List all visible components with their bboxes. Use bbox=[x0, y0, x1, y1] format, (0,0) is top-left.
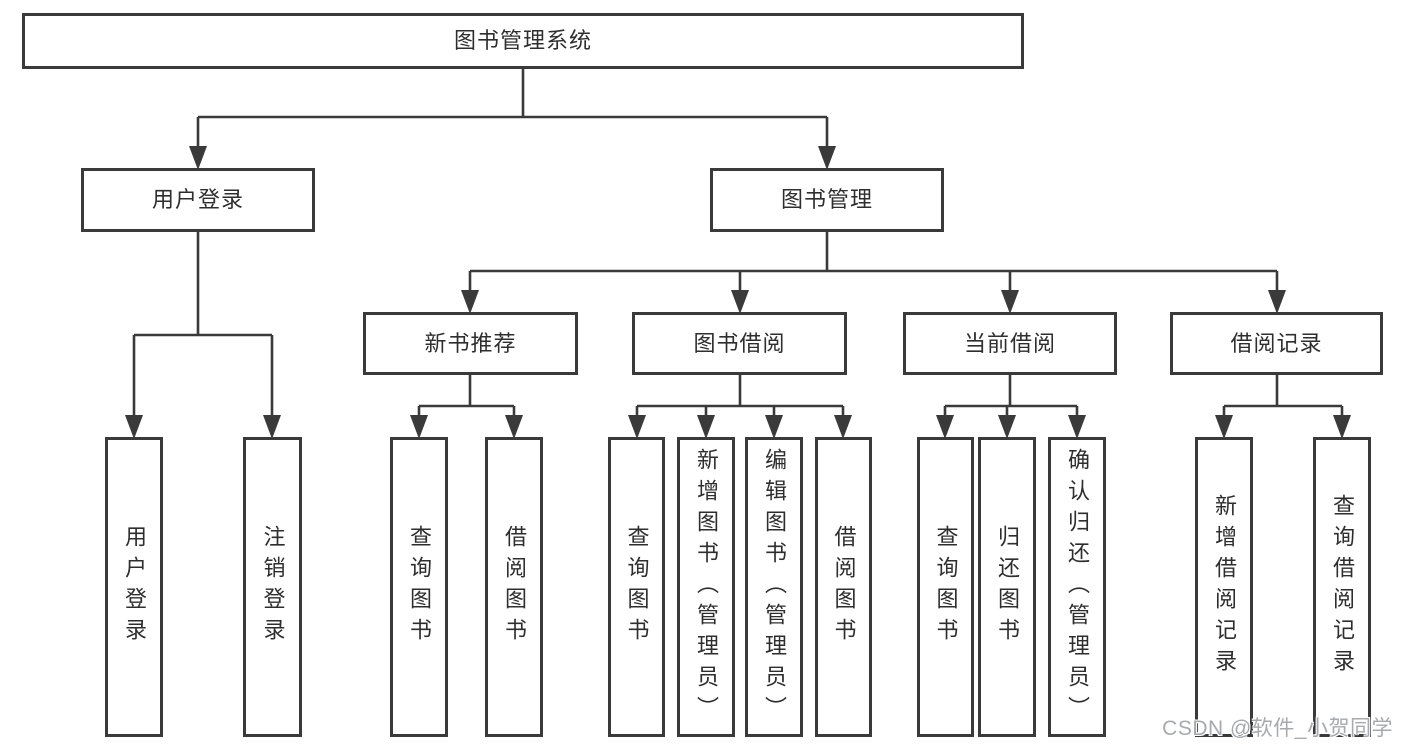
node-label: 查询借阅记录 bbox=[1330, 494, 1355, 680]
node-nbr-query-books: 查询图书 bbox=[390, 437, 448, 737]
arrowhead-icon bbox=[731, 290, 749, 314]
node-label: 查询图书 bbox=[624, 525, 650, 649]
node-book-borrow: 图书借阅 bbox=[632, 312, 847, 375]
node-current-borrow: 当前借阅 bbox=[903, 312, 1117, 375]
node-cb-confirm-return-admin: 确认归还（管理员） bbox=[1048, 437, 1106, 737]
node-new-book-rec: 新书推荐 bbox=[363, 312, 578, 375]
arrowhead-icon bbox=[1001, 290, 1019, 314]
node-borrow-records: 借阅记录 bbox=[1170, 312, 1383, 375]
node-label: 新增图书（管理员） bbox=[694, 447, 719, 727]
node-label: 新增借阅记录 bbox=[1212, 494, 1237, 680]
arrowhead-icon bbox=[628, 415, 646, 439]
node-label: 用户登录 bbox=[122, 525, 147, 649]
node-label: 图书借阅 bbox=[693, 330, 786, 356]
node-bb-query-books: 查询图书 bbox=[608, 437, 665, 737]
node-cb-query-books: 查询图书 bbox=[917, 437, 974, 737]
node-label: 查询图书 bbox=[933, 525, 959, 649]
node-label: 当前借阅 bbox=[963, 330, 1056, 356]
node-label: 注销登录 bbox=[260, 525, 286, 649]
arrowhead-icon bbox=[834, 415, 852, 439]
node-nbr-borrow-books: 借阅图书 bbox=[485, 437, 543, 737]
arrowhead-icon bbox=[998, 415, 1016, 439]
node-user-login-leaf: 用户登录 bbox=[105, 437, 163, 737]
arrowhead-icon bbox=[936, 415, 954, 439]
arrowhead-icon bbox=[410, 415, 428, 439]
arrowhead-icon bbox=[125, 415, 143, 439]
arrowhead-icon bbox=[1268, 290, 1286, 314]
arrowhead-icon bbox=[1215, 415, 1233, 439]
node-br-query-record: 查询借阅记录 bbox=[1313, 437, 1371, 737]
node-bb-edit-books-admin: 编辑图书（管理员） bbox=[745, 437, 803, 737]
node-label: 查询图书 bbox=[407, 525, 432, 649]
node-label: 图书管理 bbox=[780, 187, 873, 212]
node-label: 借阅图书 bbox=[831, 525, 857, 649]
node-root: 图书管理系统 bbox=[22, 13, 1024, 69]
arrowhead-icon bbox=[818, 146, 836, 170]
node-label: 图书管理系统 bbox=[453, 28, 592, 53]
node-bb-borrow-books: 借阅图书 bbox=[815, 437, 872, 737]
node-bb-add-books-admin: 新增图书（管理员） bbox=[677, 437, 735, 737]
node-label: 归还图书 bbox=[995, 525, 1020, 649]
node-br-add-record: 新增借阅记录 bbox=[1195, 437, 1253, 737]
node-cb-return-books: 归还图书 bbox=[978, 437, 1036, 737]
node-user-login: 用户登录 bbox=[81, 168, 315, 232]
arrowhead-icon bbox=[1333, 415, 1351, 439]
node-label: 借阅记录 bbox=[1230, 330, 1323, 356]
arrowhead-icon bbox=[697, 415, 715, 439]
arrowhead-icon bbox=[765, 415, 783, 439]
arrowhead-icon bbox=[263, 415, 281, 439]
node-label: 新书推荐 bbox=[424, 330, 517, 356]
node-label: 编辑图书（管理员） bbox=[762, 447, 787, 727]
arrowhead-icon bbox=[189, 146, 207, 170]
node-label: 用户登录 bbox=[151, 187, 244, 212]
watermark: CSDN @软件_小贺同学 bbox=[1162, 717, 1393, 740]
arrowhead-icon bbox=[461, 290, 479, 314]
arrowhead-icon bbox=[1068, 415, 1086, 439]
node-book-mgmt: 图书管理 bbox=[710, 168, 944, 232]
node-logout-leaf: 注销登录 bbox=[243, 437, 302, 737]
node-label: 借阅图书 bbox=[502, 525, 527, 649]
arrowhead-icon bbox=[505, 415, 523, 439]
node-label: 确认归还（管理员） bbox=[1065, 447, 1090, 727]
